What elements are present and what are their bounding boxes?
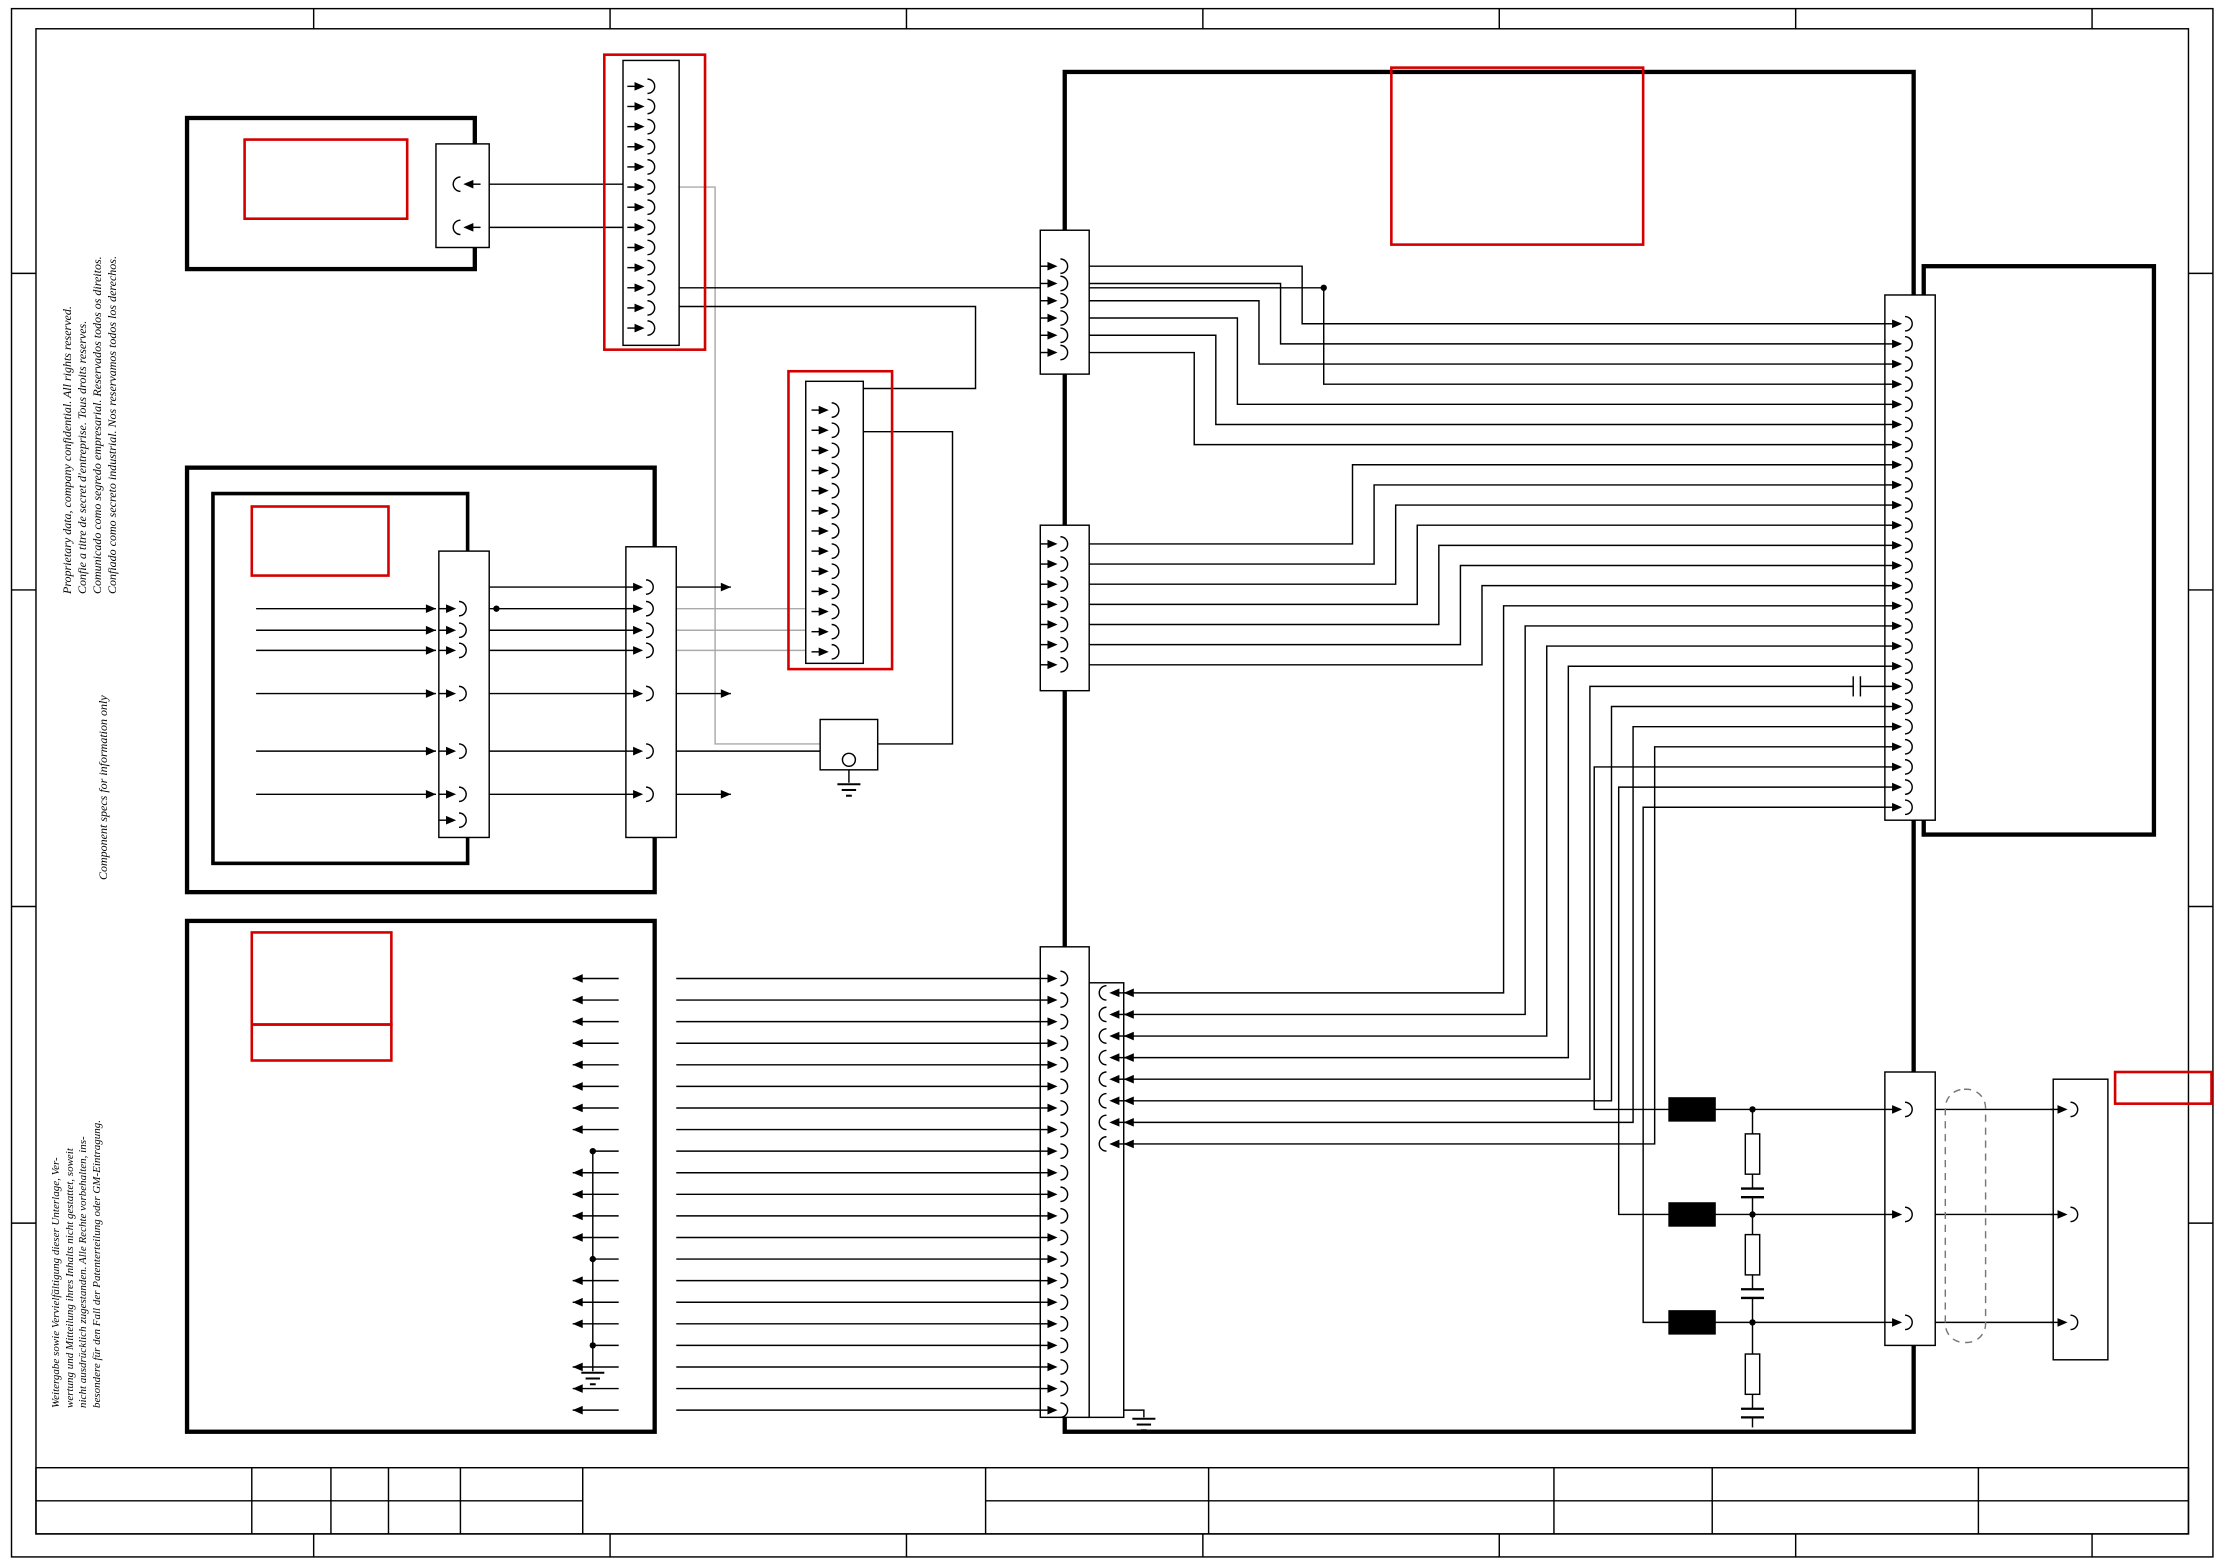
notice-line: besondere für den Fall der Patenterteilu… bbox=[90, 1120, 103, 1408]
notice-line: Proprietary data, company confidential. … bbox=[60, 306, 74, 594]
notice-line: nicht ausdrücklich zugestanden. Alle Rec… bbox=[77, 1136, 89, 1408]
notice-line: Confie a titre de secret d'entreprise. T… bbox=[75, 320, 89, 594]
notice-line: Weitergabe sowie Vervielfältigung dieser… bbox=[50, 1157, 62, 1408]
component-spec-notice: Component specs for information only bbox=[96, 695, 110, 880]
notice-line: wertung und Mitteilung ihres Inhalts nic… bbox=[63, 1148, 76, 1408]
notice-line: Comunicado como segredo empresarial. Res… bbox=[90, 256, 104, 594]
notice-line: Confiado como secreto industrial. Nos re… bbox=[105, 256, 119, 594]
reproduction-notice: Weitergabe sowie Vervielfältigung dieser… bbox=[50, 1120, 104, 1408]
proprietary-notice: Proprietary data, company confidential. … bbox=[60, 256, 120, 594]
